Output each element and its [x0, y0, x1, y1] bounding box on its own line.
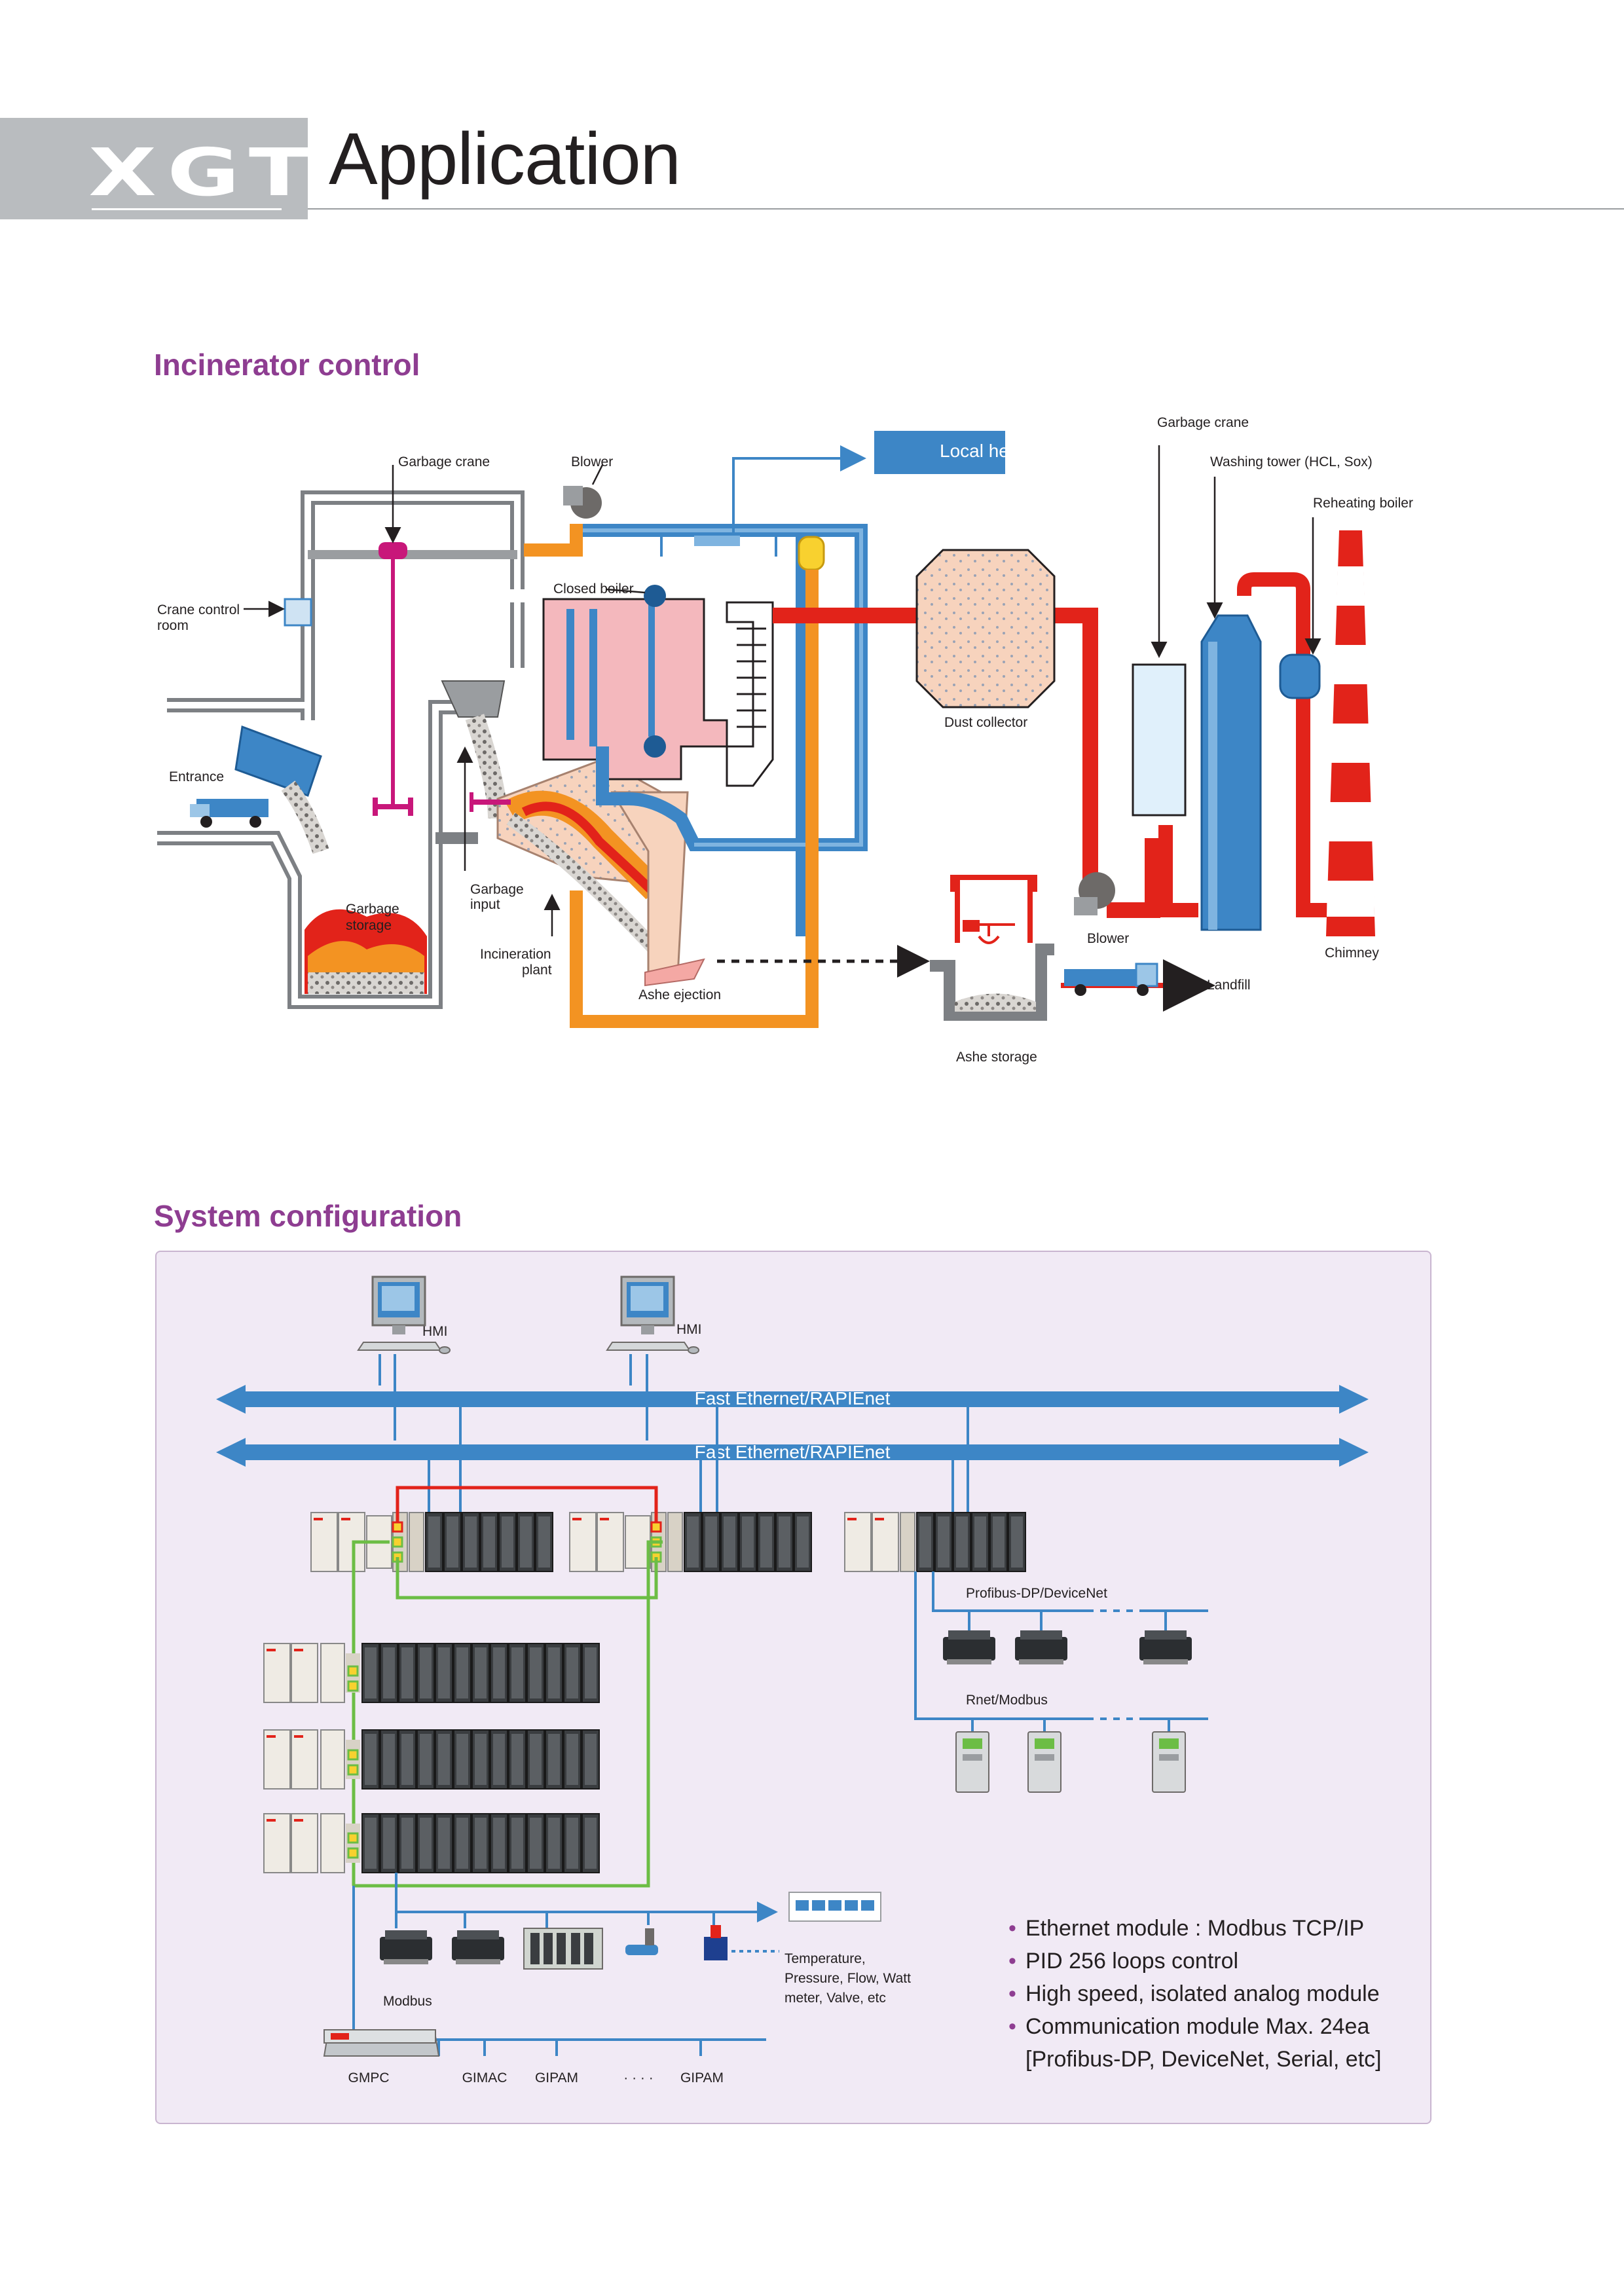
label-ashe-ejection: Ashe ejection	[638, 987, 721, 1002]
local-heating-box	[874, 431, 1005, 474]
rnet-label: Rnet/Modbus	[966, 1693, 1048, 1708]
label-chimney: Chimney	[1325, 946, 1379, 961]
washing-tower	[1200, 614, 1262, 931]
brand-logo: XGT	[88, 134, 320, 211]
label-garbage-storage: Garbage	[346, 902, 399, 917]
feature-item: •High speed, isolated analog module	[1008, 1977, 1382, 2010]
closed-boiler	[542, 585, 774, 787]
header-band	[0, 118, 308, 219]
feature-item: •PID 256 loops control	[1008, 1945, 1382, 1977]
bullet-icon: •	[1008, 2014, 1016, 2039]
bullet-icon: •	[1008, 1981, 1016, 2006]
bus-device-ellipsis: · · · ·	[623, 2070, 653, 2085]
feature-item: •Ethernet module : Modbus TCP/IP	[1008, 1912, 1382, 1945]
truck-entrance	[190, 725, 329, 854]
title-rule	[308, 208, 1624, 210]
bus-device-gmpc: GMPC	[348, 2070, 390, 2085]
label-ashe-storage: Ashe storage	[956, 1050, 1037, 1065]
label-entrance: Entrance	[169, 769, 224, 784]
section-title-incinerator: Incinerator control	[154, 348, 420, 382]
ethernet-bar-1-label: Fast Ethernet/RAPIEnet	[695, 1388, 891, 1408]
label-garbage-input: Garbage	[470, 882, 524, 897]
washing-tower-small	[1132, 663, 1187, 817]
crane-rail	[308, 550, 517, 559]
expansion-rack-1[interactable]	[263, 1643, 600, 1703]
hmi-2[interactable]: HMI	[606, 1276, 702, 1355]
ethernet-bar-1: Fast Ethernet/RAPIEnet	[216, 1385, 1369, 1414]
inverter-2[interactable]	[1027, 1731, 1061, 1793]
brand-underline	[92, 208, 282, 210]
incinerator-diagram: Garbage crane Blower Local heating Garba…	[157, 415, 1413, 1065]
label-local-heating: Local heating	[940, 441, 1049, 461]
field-remote-io-1[interactable]	[380, 1930, 432, 1964]
blower-top	[563, 486, 602, 519]
hmi-1[interactable]: HMI	[357, 1276, 451, 1355]
chimney	[1326, 530, 1375, 936]
profibus-label: Profibus-DP/DeviceNet	[966, 1586, 1107, 1601]
cpu-rack-2[interactable]	[569, 1512, 812, 1572]
cpu-rack-1[interactable]	[310, 1512, 553, 1572]
ethernet-bar-2: Fast Ethernet/RAPIEnet	[216, 1438, 1369, 1467]
bullet-icon: •	[1008, 1949, 1016, 1974]
label-landfill: Landfill	[1207, 978, 1251, 993]
remote-io-1[interactable]	[943, 1630, 995, 1664]
reheating-boiler	[1279, 653, 1321, 699]
label-blower-top: Blower	[571, 454, 613, 469]
bus-device-gipam-1: GIPAM	[535, 2070, 578, 2085]
modbus-label: Modbus	[383, 1994, 432, 2009]
ethernet-bar-2-label: Fast Ethernet/RAPIEnet	[695, 1442, 891, 1462]
sensors-label-2: Pressure, Flow, Watt	[784, 1971, 911, 1986]
remote-io-3[interactable]	[1139, 1630, 1192, 1664]
label-crane-control-room: Crane control	[157, 602, 240, 617]
label-blower-bottom: Blower	[1087, 931, 1129, 946]
blower-bottom	[1074, 872, 1115, 915]
touch-panel[interactable]	[788, 1892, 881, 1922]
feature-item: [Profibus-DP, DeviceNet, Serial, etc]	[1025, 2047, 1382, 2072]
landfill-truck	[1064, 963, 1158, 996]
feature-list: •Ethernet module : Modbus TCP/IP •PID 25…	[1008, 1912, 1382, 2076]
sensor-icon	[625, 1928, 658, 1955]
hopper	[441, 680, 506, 718]
bullet-icon: •	[1008, 1916, 1016, 1941]
bus-device-gipam-2: GIPAM	[680, 2070, 724, 2085]
label-closed-boiler: Closed boiler	[553, 581, 634, 597]
label-washing-tower: Washing tower (HCL, Sox)	[1210, 454, 1373, 469]
cpu-rack-3[interactable]	[844, 1512, 1026, 1572]
inverter-1[interactable]	[955, 1731, 989, 1793]
label-garbage-input-2: input	[470, 897, 500, 912]
system-configuration-diagram: HMI HMI Fast Ethernet/RAPIEnet Fast Ethe…	[216, 1276, 1369, 2085]
heat-exchanger	[694, 536, 740, 546]
label-dust-collector: Dust collector	[944, 715, 1027, 730]
feature-item: •Communication module Max. 24ea	[1008, 2010, 1382, 2043]
hmi-2-label: HMI	[676, 1322, 702, 1337]
field-plc[interactable]	[523, 1928, 603, 1970]
bus-device-gimac: GIMAC	[462, 2070, 507, 2085]
section-title-system-configuration: System configuration	[154, 1199, 462, 1233]
incineration-plant	[496, 758, 705, 987]
field-remote-io-2[interactable]	[452, 1930, 504, 1964]
label-reheating-boiler: Reheating boiler	[1313, 496, 1413, 511]
page-title: Application	[329, 118, 681, 200]
crane-control-room	[284, 598, 312, 627]
inverter-3[interactable]	[1152, 1731, 1186, 1793]
valve-icon	[704, 1925, 728, 1960]
label-garbage-crane-right: Garbage crane	[1157, 415, 1249, 430]
expansion-rack-3[interactable]	[263, 1813, 600, 1873]
sensors-label-1: Temperature,	[784, 1951, 866, 1966]
dust-collector	[915, 549, 1056, 708]
label-incineration-plant: Incineration	[480, 947, 551, 962]
label-crane-control-room-2: room	[157, 618, 189, 633]
hmi-1-label: HMI	[422, 1324, 448, 1339]
label-incineration-plant-2: plant	[522, 963, 552, 978]
sensors-label-3: meter, Valve, etc	[784, 1991, 886, 2006]
garbage-crane-left	[373, 542, 413, 816]
remote-io-2[interactable]	[1015, 1630, 1067, 1664]
water-tank	[798, 536, 825, 571]
expansion-rack-2[interactable]	[263, 1729, 600, 1790]
label-garbage-crane-left: Garbage crane	[398, 454, 490, 469]
label-garbage-storage-2: storage	[346, 918, 392, 933]
gmpc-device[interactable]	[323, 2029, 440, 2057]
